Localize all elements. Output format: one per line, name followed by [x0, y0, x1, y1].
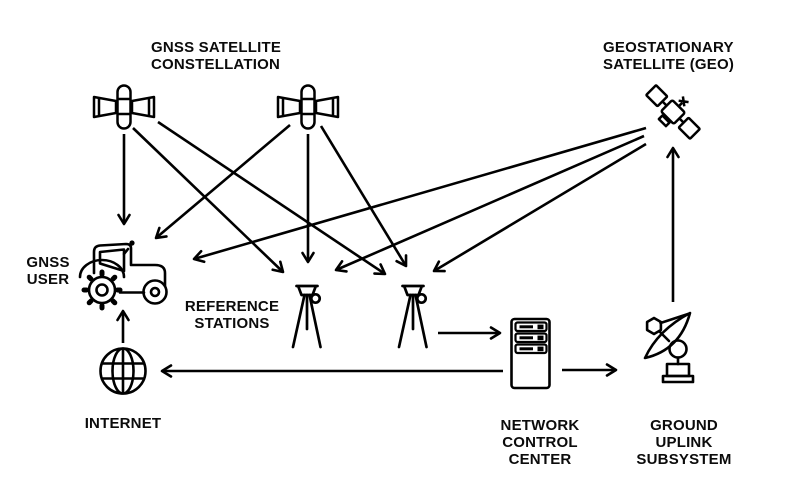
ground-uplink-dish-icon — [643, 311, 695, 384]
label-gnss-constellation: GNSS SATELLITE CONSTELLATION — [151, 39, 282, 73]
tractor-rear-gear-wheel — [81, 269, 123, 311]
label-reference-stations: REFERENCE STATIONS — [184, 298, 280, 332]
reference-station-2-tripod-icon — [397, 284, 428, 349]
arrow-gnss-satellite-2-to-gnss-user — [154, 124, 291, 240]
label-internet: INTERNET — [84, 415, 162, 432]
label-geo-satellite: GEOSTATIONARY SATELLITE (GEO) — [603, 39, 735, 73]
internet-globe-icon — [99, 347, 147, 395]
arrow-gnss-satellite-1-to-reference-station-1 — [132, 127, 285, 274]
tractor-gnss-user-icon — [78, 240, 168, 311]
arrow-geo-satellite-to-reference-station-1 — [334, 134, 645, 273]
reference-station-1-tripod-icon — [291, 284, 322, 349]
connection-arrows — [116, 120, 680, 378]
arrow-gnss-satellite-1-to-reference-station-2 — [157, 120, 387, 276]
label-network-control-center: NETWORK CONTROL CENTER — [500, 417, 580, 468]
gnss-satellite-2-icon — [276, 84, 340, 130]
network-control-center-server-icon — [510, 317, 551, 390]
label-ground-uplink: GROUND UPLINK SUBSYSTEM — [636, 417, 732, 468]
gnss-satellite-1-icon — [92, 84, 156, 130]
geo-satellite-icon — [645, 84, 701, 140]
arrow-gnss-satellite-2-to-reference-station-2 — [319, 125, 408, 268]
tractor-front-wheel — [142, 279, 168, 305]
label-gnss-user: GNSS USER — [26, 254, 70, 288]
arrow-geo-satellite-to-gnss-user — [192, 126, 647, 264]
arrow-geo-satellite-to-reference-station-2 — [432, 142, 647, 273]
